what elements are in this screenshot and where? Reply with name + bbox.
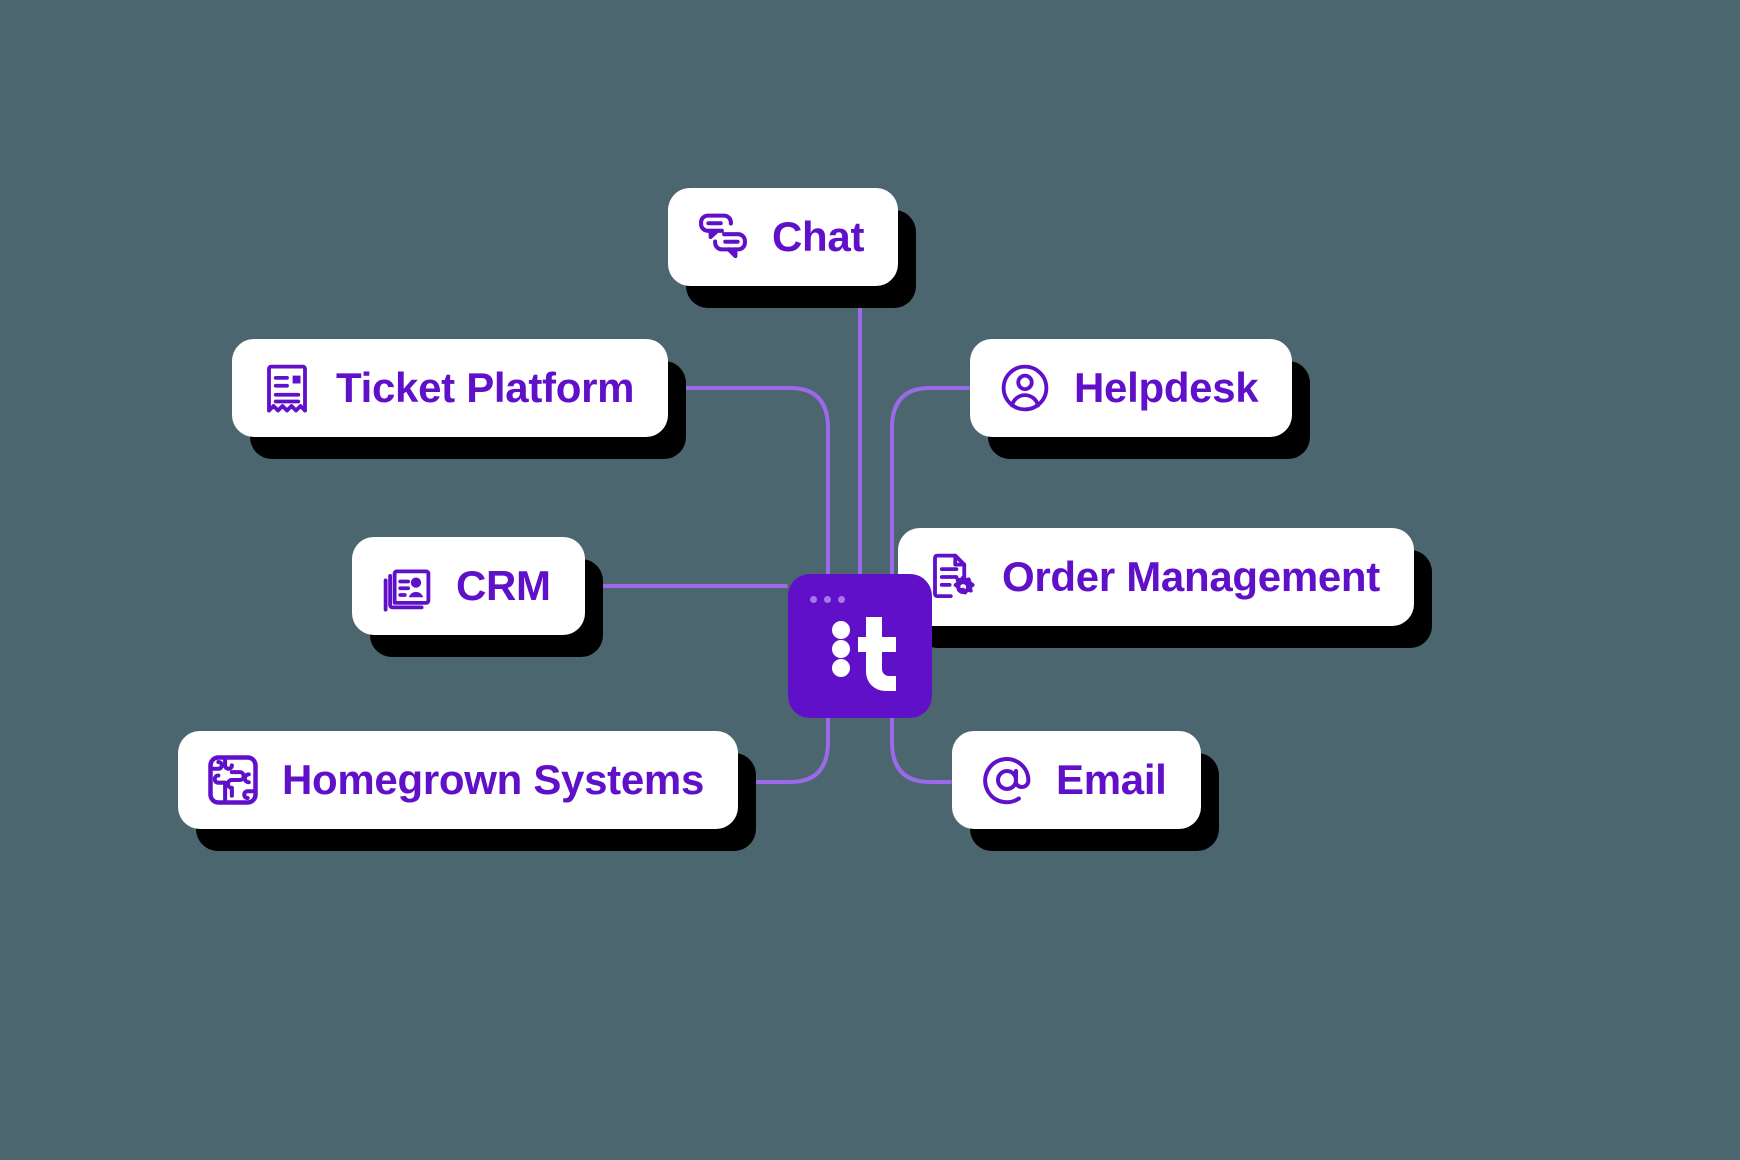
document-gear-icon: [933, 553, 975, 599]
node-chat[interactable]: Chat: [668, 188, 899, 286]
hub-wordmark-icon: [832, 617, 896, 691]
wire-helpdesk: [890, 386, 970, 584]
wire-email: [890, 708, 952, 784]
user-circle-icon: [1001, 364, 1049, 412]
node-crm[interactable]: CRM: [352, 537, 585, 635]
node-label: Homegrown Systems: [282, 756, 705, 803]
node-label: CRM: [456, 562, 551, 609]
node-email[interactable]: Email: [952, 731, 1201, 829]
wire-ticket: [646, 386, 830, 584]
node-label: Helpdesk: [1074, 364, 1259, 411]
node-label: Chat: [772, 213, 865, 260]
node-helpdesk[interactable]: Helpdesk: [970, 339, 1293, 437]
node-label: Ticket Platform: [336, 364, 635, 411]
puzzle-grid-icon: [208, 755, 258, 805]
hub-logo[interactable]: [788, 574, 932, 718]
chat-bubbles-icon: [699, 213, 747, 259]
node-ticket-platform[interactable]: Ticket Platform: [232, 339, 669, 437]
wire-home: [710, 708, 830, 784]
hub-dot: [838, 596, 845, 603]
ticket-receipt-icon: [267, 364, 307, 413]
hub-window-dots: [810, 596, 845, 603]
contact-cards-icon: [383, 569, 431, 612]
at-sign-icon: [983, 757, 1031, 805]
node-order-management[interactable]: Order Management: [898, 528, 1414, 626]
node-label: Email: [1056, 756, 1167, 803]
hub-dot: [810, 596, 817, 603]
node-homegrown-systems[interactable]: Homegrown Systems: [178, 731, 739, 829]
node-label: Order Management: [1002, 553, 1380, 600]
hub-dot: [824, 596, 831, 603]
